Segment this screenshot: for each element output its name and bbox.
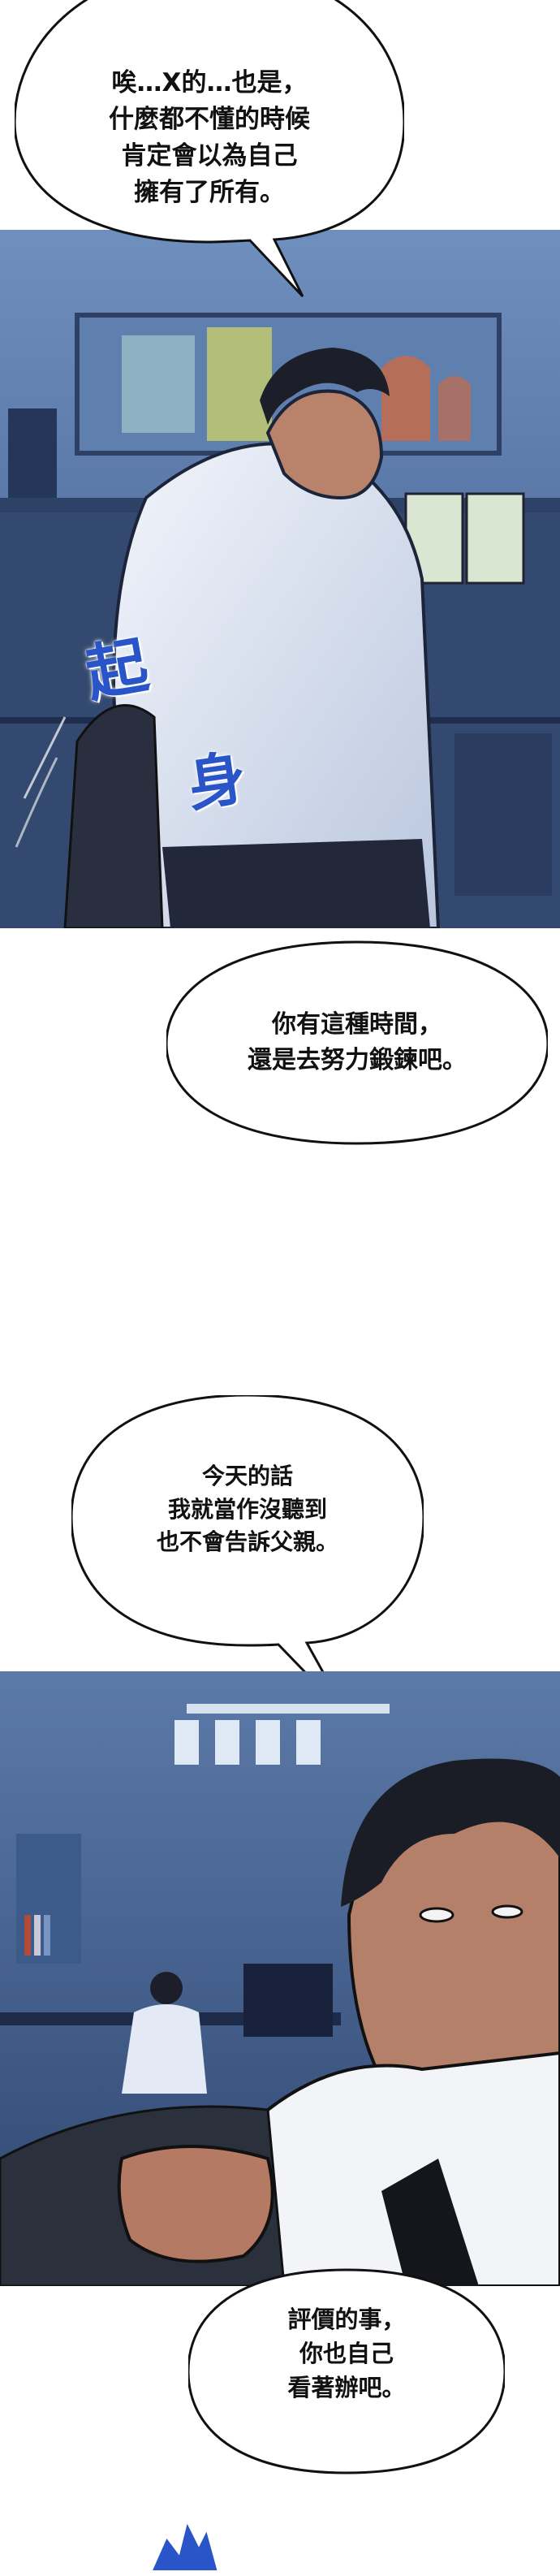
speech-bubble-1: 唉…X的…也是， 什麼都不懂的時候 肯定會以為自己 擁有了所有。	[15, 0, 404, 309]
speech-bubble-1-text: 唉…X的…也是， 什麼都不懂的時候 肯定會以為自己 擁有了所有。	[109, 68, 310, 207]
speech-bubble-3-text: 今天的話 我就當作沒聽到 也不會告訴父親。	[156, 1463, 338, 1556]
sfx-stand-up-2: 身	[183, 742, 251, 819]
speech-bubble-3-shape	[71, 1395, 424, 1718]
speech-bubble-3: 今天的話 我就當作沒聽到 也不會告訴父親。	[71, 1395, 424, 1736]
speech-bubble-2: 你有這種時間， 還是去努力鍛鍊吧。	[166, 901, 548, 1145]
panel-1: 起 身	[0, 230, 560, 928]
panel-2	[0, 1671, 560, 2286]
speech-bubble-2-text: 你有這種時間， 還是去努力鍛鍊吧。	[248, 1010, 467, 1074]
speech-bubble-2-shape	[166, 940, 548, 1145]
bottom-sfx-shape	[147, 2514, 222, 2574]
speech-bubble-4: 評價的事， 你也自己 看著辦吧。	[188, 2266, 505, 2477]
bottom-sfx-fragment	[142, 2503, 231, 2574]
speech-bubble-4-text: 評價的事， 你也自己 看著辦吧。	[287, 2306, 406, 2402]
panel-2-art	[0, 1671, 560, 2286]
speech-bubble-1-shape	[15, 0, 404, 298]
speech-bubble-4-shape	[188, 2268, 505, 2474]
panel-1-art	[0, 230, 560, 928]
